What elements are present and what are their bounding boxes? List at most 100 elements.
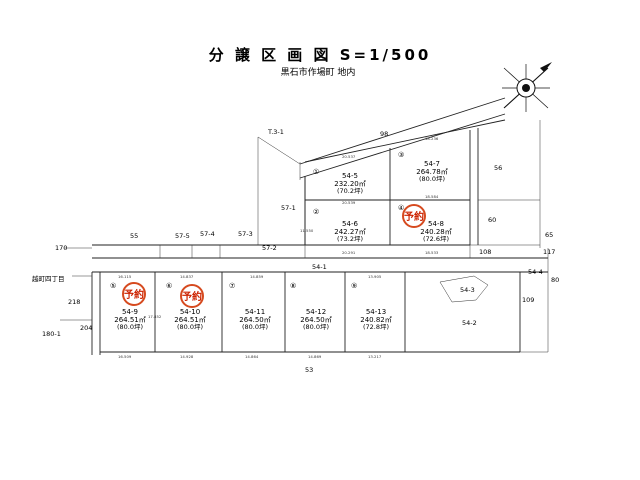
svg-text:11.550: 11.550: [300, 228, 314, 233]
lot-1-tsubo: (70.2坪): [337, 187, 363, 195]
lot-9-info: 54-13 240.82㎡ (72.8坪): [360, 308, 392, 331]
lot-5-area: 264.51㎡: [114, 316, 146, 324]
lot-1-name: 54-5: [342, 172, 358, 180]
svg-text:13.905: 13.905: [368, 274, 382, 279]
parcel-56: 56: [494, 164, 502, 172]
parcel-204: 204: [80, 324, 92, 332]
parcel-54-4: 54-4: [528, 268, 543, 276]
svg-text:17.852: 17.852: [148, 314, 162, 319]
svg-text:16.509: 16.509: [118, 354, 132, 359]
lot-1-info: 54-5 232.20㎡ (70.2坪): [334, 172, 366, 195]
parcel-109: 109: [522, 296, 534, 304]
reserved-label: 予約: [404, 210, 424, 223]
lot-5-name: 54-9: [122, 308, 138, 316]
lot-4-name: 54-8: [428, 220, 444, 228]
reserved-label: 予約: [124, 288, 144, 301]
parcel-t3-1: T.3-1: [267, 128, 284, 136]
lot-3-info: 54-7 264.78㎡ (80.0坪): [416, 160, 448, 183]
neighbor-labels: 98 56 60 65 117 80 109 55 57-5 57-4 57-3…: [32, 128, 559, 374]
lot-6-name: 54-10: [180, 308, 200, 316]
lot-1-area: 232.20㎡: [334, 180, 366, 188]
dimension-labels: 20.537 18.236 20.539 18.584 20.291 18.53…: [118, 136, 439, 359]
lot-2-number: ②: [313, 208, 319, 216]
parcel-117: 117: [543, 248, 555, 256]
reserved-marker-lot-4: 予約: [402, 204, 426, 228]
lot-8-name: 54-12: [306, 308, 326, 316]
lot-8-info: 54-12 264.50㎡ (80.0坪): [300, 308, 332, 331]
plan-title: 分 譲 区 画 図 S=1/500: [209, 46, 432, 64]
parcel-57-2: 57-2: [262, 244, 277, 252]
reserved-marker-lot-5: 予約: [122, 282, 146, 306]
lot-9-area: 240.82㎡: [360, 316, 392, 324]
parcel-57-1: 57-1: [281, 204, 296, 212]
parcel-218: 218: [68, 298, 80, 306]
svg-text:14.869: 14.869: [308, 354, 322, 359]
north-compass-icon: [502, 62, 552, 112]
parcel-80: 80: [551, 276, 559, 284]
reserved-label: 予約: [182, 290, 202, 303]
parcel-54-2: 54-2: [462, 319, 477, 327]
lot-4-number: ④: [398, 204, 404, 212]
road-label: 越町四丁目: [32, 274, 65, 283]
lot-5-number: ⑤: [110, 282, 116, 290]
lot-3-name: 54-7: [424, 160, 440, 168]
lot-5-info: 54-9 264.51㎡ (80.0坪): [114, 308, 146, 331]
parcel-60: 60: [488, 216, 496, 224]
lot-7-area: 264.50㎡: [239, 316, 271, 324]
parcel-55: 55: [130, 232, 138, 240]
lot-6-tsubo: (80.0坪): [177, 323, 203, 331]
lot-3-number: ③: [398, 151, 404, 159]
parcel-170: 170: [55, 244, 67, 252]
lot-7-info: 54-11 264.50㎡ (80.0坪): [239, 308, 271, 331]
parcel-57-3: 57-3: [238, 230, 253, 238]
svg-text:16.115: 16.115: [118, 274, 132, 279]
lot-7-tsubo: (80.0坪): [242, 323, 268, 331]
parcel-65: 65: [545, 231, 553, 239]
lower-block: [60, 247, 549, 355]
lot-3-tsubo: (80.0坪): [419, 175, 445, 183]
lot-9-tsubo: (72.8坪): [363, 323, 389, 331]
upper-road-lines: [257, 97, 506, 245]
svg-text:18.533: 18.533: [425, 250, 439, 255]
svg-text:20.539: 20.539: [342, 200, 356, 205]
lot-2-name: 54-6: [342, 220, 358, 228]
parcel-54-1: 54-1: [312, 263, 327, 271]
svg-text:14.859: 14.859: [250, 274, 264, 279]
parcel-57-5: 57-5: [175, 232, 190, 240]
lot-3-area: 264.78㎡: [416, 168, 448, 176]
parcel-98: 98: [380, 130, 388, 138]
middle-road: [92, 244, 549, 273]
lot-2-area: 242.27㎡: [334, 228, 366, 236]
lot-1-number: ①: [313, 168, 319, 176]
svg-text:18.236: 18.236: [425, 136, 439, 141]
lot-7-number: ⑦: [229, 282, 235, 290]
parcel-54-3: 54-3: [460, 286, 475, 294]
svg-text:13.217: 13.217: [368, 354, 382, 359]
svg-text:14.837: 14.837: [180, 274, 194, 279]
lot-9-number: ⑨: [351, 282, 357, 290]
reserved-marker-lot-6: 予約: [180, 284, 204, 308]
svg-text:14.864: 14.864: [245, 354, 259, 359]
lot-4-info: 54-8 240.28㎡ (72.6坪): [420, 220, 452, 243]
lot-6-info: 54-10 264.51㎡ (80.0坪): [174, 308, 206, 331]
parcel-53: 53: [305, 366, 313, 374]
lot-5-tsubo: (80.0坪): [117, 323, 143, 331]
lot-4-area: 240.28㎡: [420, 228, 452, 236]
lot-7-name: 54-11: [245, 308, 265, 316]
lot-4-tsubo: (72.6坪): [423, 235, 449, 243]
parcel-57-4: 57-4: [200, 230, 215, 238]
parcel-108: 108: [479, 248, 491, 256]
parcel-180-1: 180-1: [42, 330, 61, 338]
lot-9-name: 54-13: [366, 308, 386, 316]
lot-2-info: 54-6 242.27㎡ (73.2坪): [334, 220, 366, 243]
lot-6-area: 264.51㎡: [174, 316, 206, 324]
lot-8-tsubo: (80.0坪): [303, 323, 329, 331]
plan-location: 黒石市作場町 地内: [281, 66, 356, 78]
lot-8-area: 264.50㎡: [300, 316, 332, 324]
lot-6-number: ⑥: [166, 282, 172, 290]
svg-text:14.928: 14.928: [180, 354, 194, 359]
svg-text:18.584: 18.584: [425, 194, 439, 199]
svg-text:20.291: 20.291: [342, 250, 356, 255]
svg-text:20.537: 20.537: [342, 154, 356, 159]
